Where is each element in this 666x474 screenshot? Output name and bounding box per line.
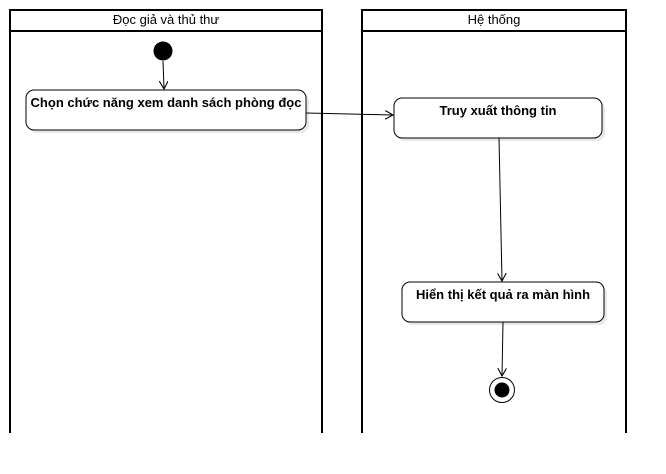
action-node-select-function: Chọn chức năng xem danh sách phòng đọc bbox=[25, 89, 309, 133]
initial-node bbox=[153, 41, 173, 61]
swimlane-reader-title: Đọc giả và thủ thư bbox=[113, 12, 220, 27]
flow-retrieve-to-display bbox=[499, 137, 502, 281]
swimlane-system-border bbox=[361, 9, 627, 433]
action-node-display-result: Hiển thị kết quả ra màn hình bbox=[401, 281, 607, 325]
action-label: Truy xuất thông tin bbox=[440, 103, 557, 118]
action-node-retrieve-info: Truy xuất thông tin bbox=[393, 97, 605, 141]
final-node-dot bbox=[494, 382, 510, 398]
flow-start-to-select bbox=[163, 60, 164, 89]
action-label: Hiển thị kết quả ra màn hình bbox=[416, 287, 590, 302]
swimlane-reader: Đọc giả và thủ thư bbox=[9, 9, 323, 433]
action-label: Chọn chức năng xem danh sách phòng đọc bbox=[31, 95, 302, 110]
swimlane-system: Hệ thống bbox=[361, 9, 627, 433]
flow-display-to-end bbox=[502, 321, 503, 376]
final-node bbox=[489, 377, 515, 403]
flow-select-to-retrieve bbox=[305, 113, 393, 115]
swimlane-reader-border bbox=[9, 9, 323, 433]
swimlane-system-title: Hệ thống bbox=[468, 12, 521, 27]
